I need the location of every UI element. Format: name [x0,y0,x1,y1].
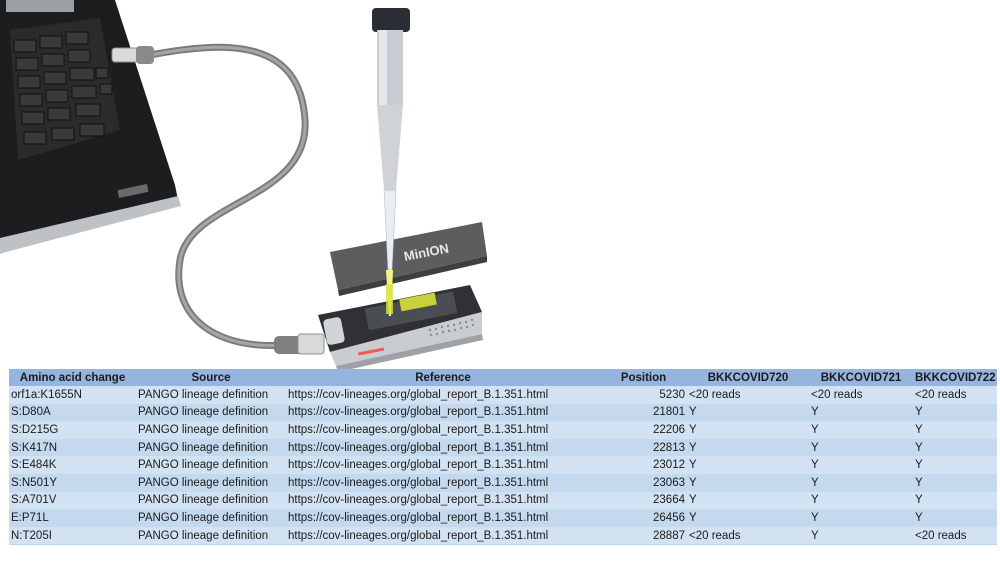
cell-bkkcovid722: Y [915,476,923,489]
cell-bkkcovid722: Y [915,423,923,436]
minion-sequencer-icon [318,285,483,370]
cell-source: PANGO lineage definition [138,388,269,401]
cell-position: 23012 [653,459,685,472]
table-row: S:D80A PANGO lineage definition https://co… [9,403,997,422]
cell-amino-acid-change: N:T205I [11,529,52,542]
cell-bkkcovid720: Y [689,494,697,507]
cell-amino-acid-change: S:N501Y [11,476,58,489]
cell-reference[interactable]: https://cov-lineages.org/global_report_B… [288,494,549,507]
cell-bkkcovid722: <20 reads [915,529,967,542]
cell-reference[interactable]: https://cov-lineages.org/global_report_B… [288,441,549,454]
header-bkkcovid721: BKKCOVID721 [820,371,902,384]
table-row: E:P71L PANGO lineage definition https://co… [9,509,997,527]
cell-bkkcovid721: Y [811,406,819,419]
cell-bkkcovid721: Y [811,459,819,472]
cell-reference[interactable]: https://cov-lineages.org/global_report_B… [288,423,549,436]
cell-bkkcovid722: Y [915,441,923,454]
cell-bkkcovid721: Y [811,494,819,507]
cell-source: PANGO lineage definition [138,494,269,507]
header-reference: Reference [415,371,471,384]
cell-bkkcovid720: <20 reads [689,529,741,542]
cell-amino-acid-change: E:P71L [11,511,49,524]
header-position: Position [620,371,667,384]
cell-bkkcovid722: <20 reads [915,388,967,401]
cell-bkkcovid722: Y [915,459,923,472]
table-row: S:A701V PANGO lineage definition https://c… [9,491,997,510]
table-row: orf1a:K1655N PANGO lineage definition http… [9,386,997,404]
cell-amino-acid-change: S:D215G [11,423,59,436]
cell-position: 28887 [653,529,685,542]
cell-position: 23063 [653,476,685,489]
cell-bkkcovid721: Y [811,511,819,524]
cell-amino-acid-change: S:E484K [11,459,57,472]
cell-bkkcovid721: <20 reads [811,388,863,401]
cell-reference[interactable]: https://cov-lineages.org/global_report_B… [288,406,549,419]
cell-amino-acid-change: S:D80A [11,406,51,419]
cell-bkkcovid722: Y [915,494,923,507]
cell-bkkcovid722: Y [915,511,923,524]
cell-source: PANGO lineage definition [138,459,269,472]
cell-bkkcovid720: <20 reads [689,388,741,401]
cell-position: 26456 [653,511,685,524]
cell-bkkcovid720: Y [689,423,697,436]
cell-position: 5230 [659,388,685,401]
cell-bkkcovid721: Y [811,441,819,454]
table-row: S:K417N PANGO lineage definition https://c… [9,438,997,457]
cell-amino-acid-change: S:K417N [11,441,58,454]
cell-bkkcovid720: Y [689,511,697,524]
cell-source: PANGO lineage definition [138,529,269,542]
cell-bkkcovid722: Y [915,406,923,419]
table-row: N:T205I PANGO lineage definition https://c… [9,526,997,545]
cell-amino-acid-change: S:A701V [11,494,57,507]
cell-bkkcovid721: Y [811,529,819,542]
cell-position: 23664 [653,494,685,507]
cell-position: 22813 [653,441,685,454]
cell-position: 22206 [653,423,685,436]
cell-bkkcovid720: Y [689,441,697,454]
mutation-table: Amino acid change Source Reference Posit… [9,369,997,545]
header-amino-acid-change: Amino acid change [19,371,126,384]
cell-bkkcovid720: Y [689,459,697,472]
cell-source: PANGO lineage definition [138,406,269,419]
usb-cable-icon [111,43,325,355]
cell-bkkcovid720: Y [689,406,697,419]
cell-amino-acid-change: orf1a:K1655N [11,388,82,401]
header-source: Source [191,371,231,384]
table-row: S:N501Y PANGO lineage definition https://c… [9,473,997,492]
header-bkkcovid720: BKKCOVID720 [707,371,789,384]
cell-source: PANGO lineage definition [138,511,269,524]
flow-cell-icon: MinION [330,222,487,296]
table-body: orf1a:K1655N PANGO lineage definition http… [9,386,997,545]
table-row: S:D215G PANGO lineage definition https://c… [9,421,997,439]
table-row: S:E484K PANGO lineage definition https://c… [9,456,997,474]
cell-bkkcovid721: Y [811,476,819,489]
cell-reference[interactable]: https://cov-lineages.org/global_report_B… [288,511,549,524]
cell-source: PANGO lineage definition [138,423,269,436]
cell-bkkcovid721: Y [811,423,819,436]
cell-reference[interactable]: https://cov-lineages.org/global_report_B… [288,476,549,489]
cell-bkkcovid720: Y [689,476,697,489]
cell-reference[interactable]: https://cov-lineages.org/global_report_B… [288,529,549,542]
mutation-table-container: Amino acid change Source Reference Posit… [9,369,997,545]
cell-reference[interactable]: https://cov-lineages.org/global_report_B… [288,388,549,401]
table-header-row: Amino acid change Source Reference Posit… [9,369,997,386]
header-bkkcovid722: BKKCOVID722 [915,371,996,384]
cell-source: PANGO lineage definition [138,441,269,454]
cell-position: 21801 [653,406,685,419]
cell-reference[interactable]: https://cov-lineages.org/global_report_B… [288,459,549,472]
minion-setup-photo: MinION [0,0,487,370]
pipette-icon [372,8,410,316]
cell-source: PANGO lineage definition [138,476,269,489]
